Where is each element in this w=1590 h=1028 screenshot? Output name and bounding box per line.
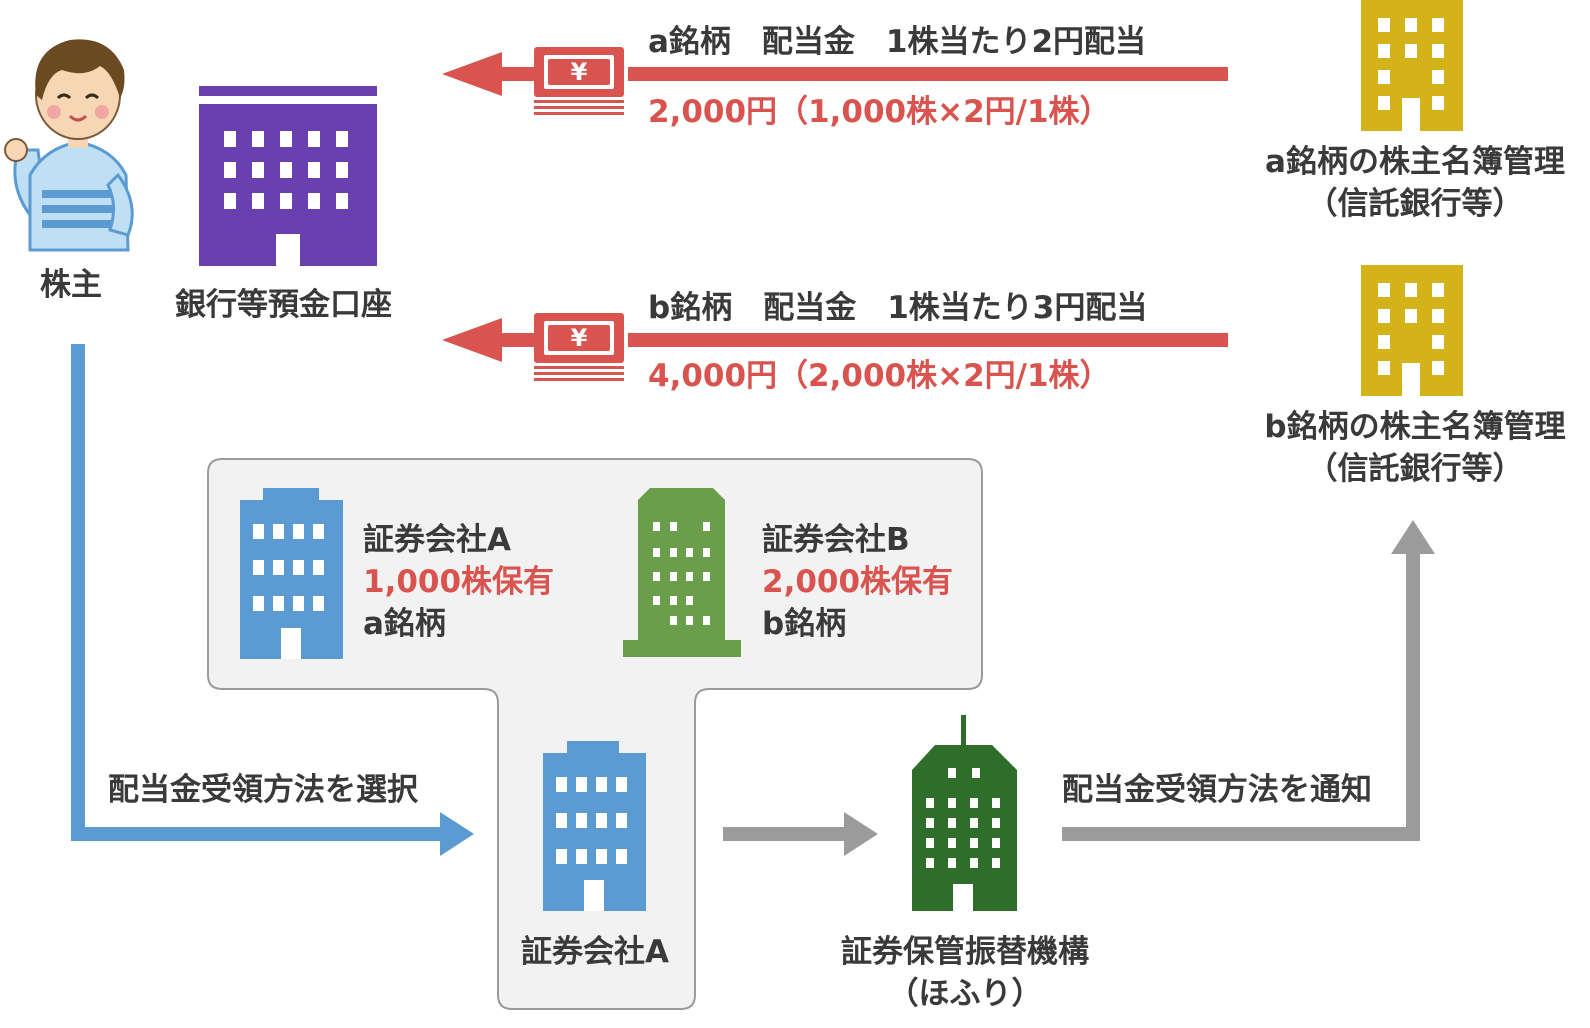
dividend-b-amount: 4,000円（2,000株×2円/1株） bbox=[648, 358, 1111, 394]
dividend-arrow-b bbox=[442, 318, 1228, 362]
select-method-arrow bbox=[71, 344, 474, 856]
bank-account-label: 銀行等預金口座 bbox=[175, 287, 392, 323]
dividend-arrow-a bbox=[442, 52, 1228, 96]
notify-method-label: 配当金受領方法を通知 bbox=[1062, 772, 1372, 808]
broker-group-container bbox=[207, 458, 983, 1010]
broker-b-name: 証券会社B bbox=[762, 522, 910, 558]
registry-building-icon bbox=[1361, 0, 1463, 131]
registry-a-sublabel: （信託銀行等） bbox=[1306, 186, 1524, 222]
broker-to-jasdec-arrow bbox=[723, 812, 878, 856]
yen-banknote-icon bbox=[534, 313, 624, 381]
bank-building-icon bbox=[199, 86, 377, 266]
broker-a-bottom-label: 証券会社A bbox=[521, 934, 669, 970]
yen-banknote-icon bbox=[534, 47, 624, 115]
registry-b-sublabel: （信託銀行等） bbox=[1306, 451, 1524, 487]
person-icon bbox=[4, 39, 134, 252]
dividend-a-title: a銘柄 配当金 1株当たり2円配当 bbox=[648, 24, 1147, 60]
tower-building-icon bbox=[912, 715, 1017, 911]
broker-a-name: 証券会社A bbox=[363, 522, 511, 558]
yen-symbol: ¥ bbox=[570, 58, 588, 86]
broker-a-stock: a銘柄 bbox=[363, 606, 446, 642]
jasdec-sublabel: （ほふり） bbox=[887, 976, 1043, 1012]
shareholder-label: 株主 bbox=[40, 267, 102, 303]
registry-building-icon bbox=[1361, 265, 1463, 396]
dividend-a-amount: 2,000円（1,000株×2円/1株） bbox=[648, 94, 1111, 130]
notify-method-arrow bbox=[1062, 520, 1435, 841]
office-building-icon bbox=[543, 741, 646, 911]
yen-symbol: ¥ bbox=[570, 324, 588, 352]
registry-a-label: a銘柄の株主名簿管理 bbox=[1265, 144, 1565, 180]
broker-a-holding: 1,000株保有 bbox=[363, 564, 555, 600]
registry-b-label: b銘柄の株主名簿管理 bbox=[1264, 409, 1566, 445]
dividend-b-title: b銘柄 配当金 1株当たり3円配当 bbox=[648, 290, 1148, 326]
select-method-label: 配当金受領方法を選択 bbox=[108, 772, 418, 808]
broker-b-holding: 2,000株保有 bbox=[762, 564, 954, 600]
office-building-icon bbox=[240, 488, 343, 659]
office-building-icon bbox=[623, 488, 741, 657]
broker-b-stock: b銘柄 bbox=[762, 606, 847, 642]
jasdec-label: 証券保管振替機構 bbox=[841, 934, 1089, 970]
